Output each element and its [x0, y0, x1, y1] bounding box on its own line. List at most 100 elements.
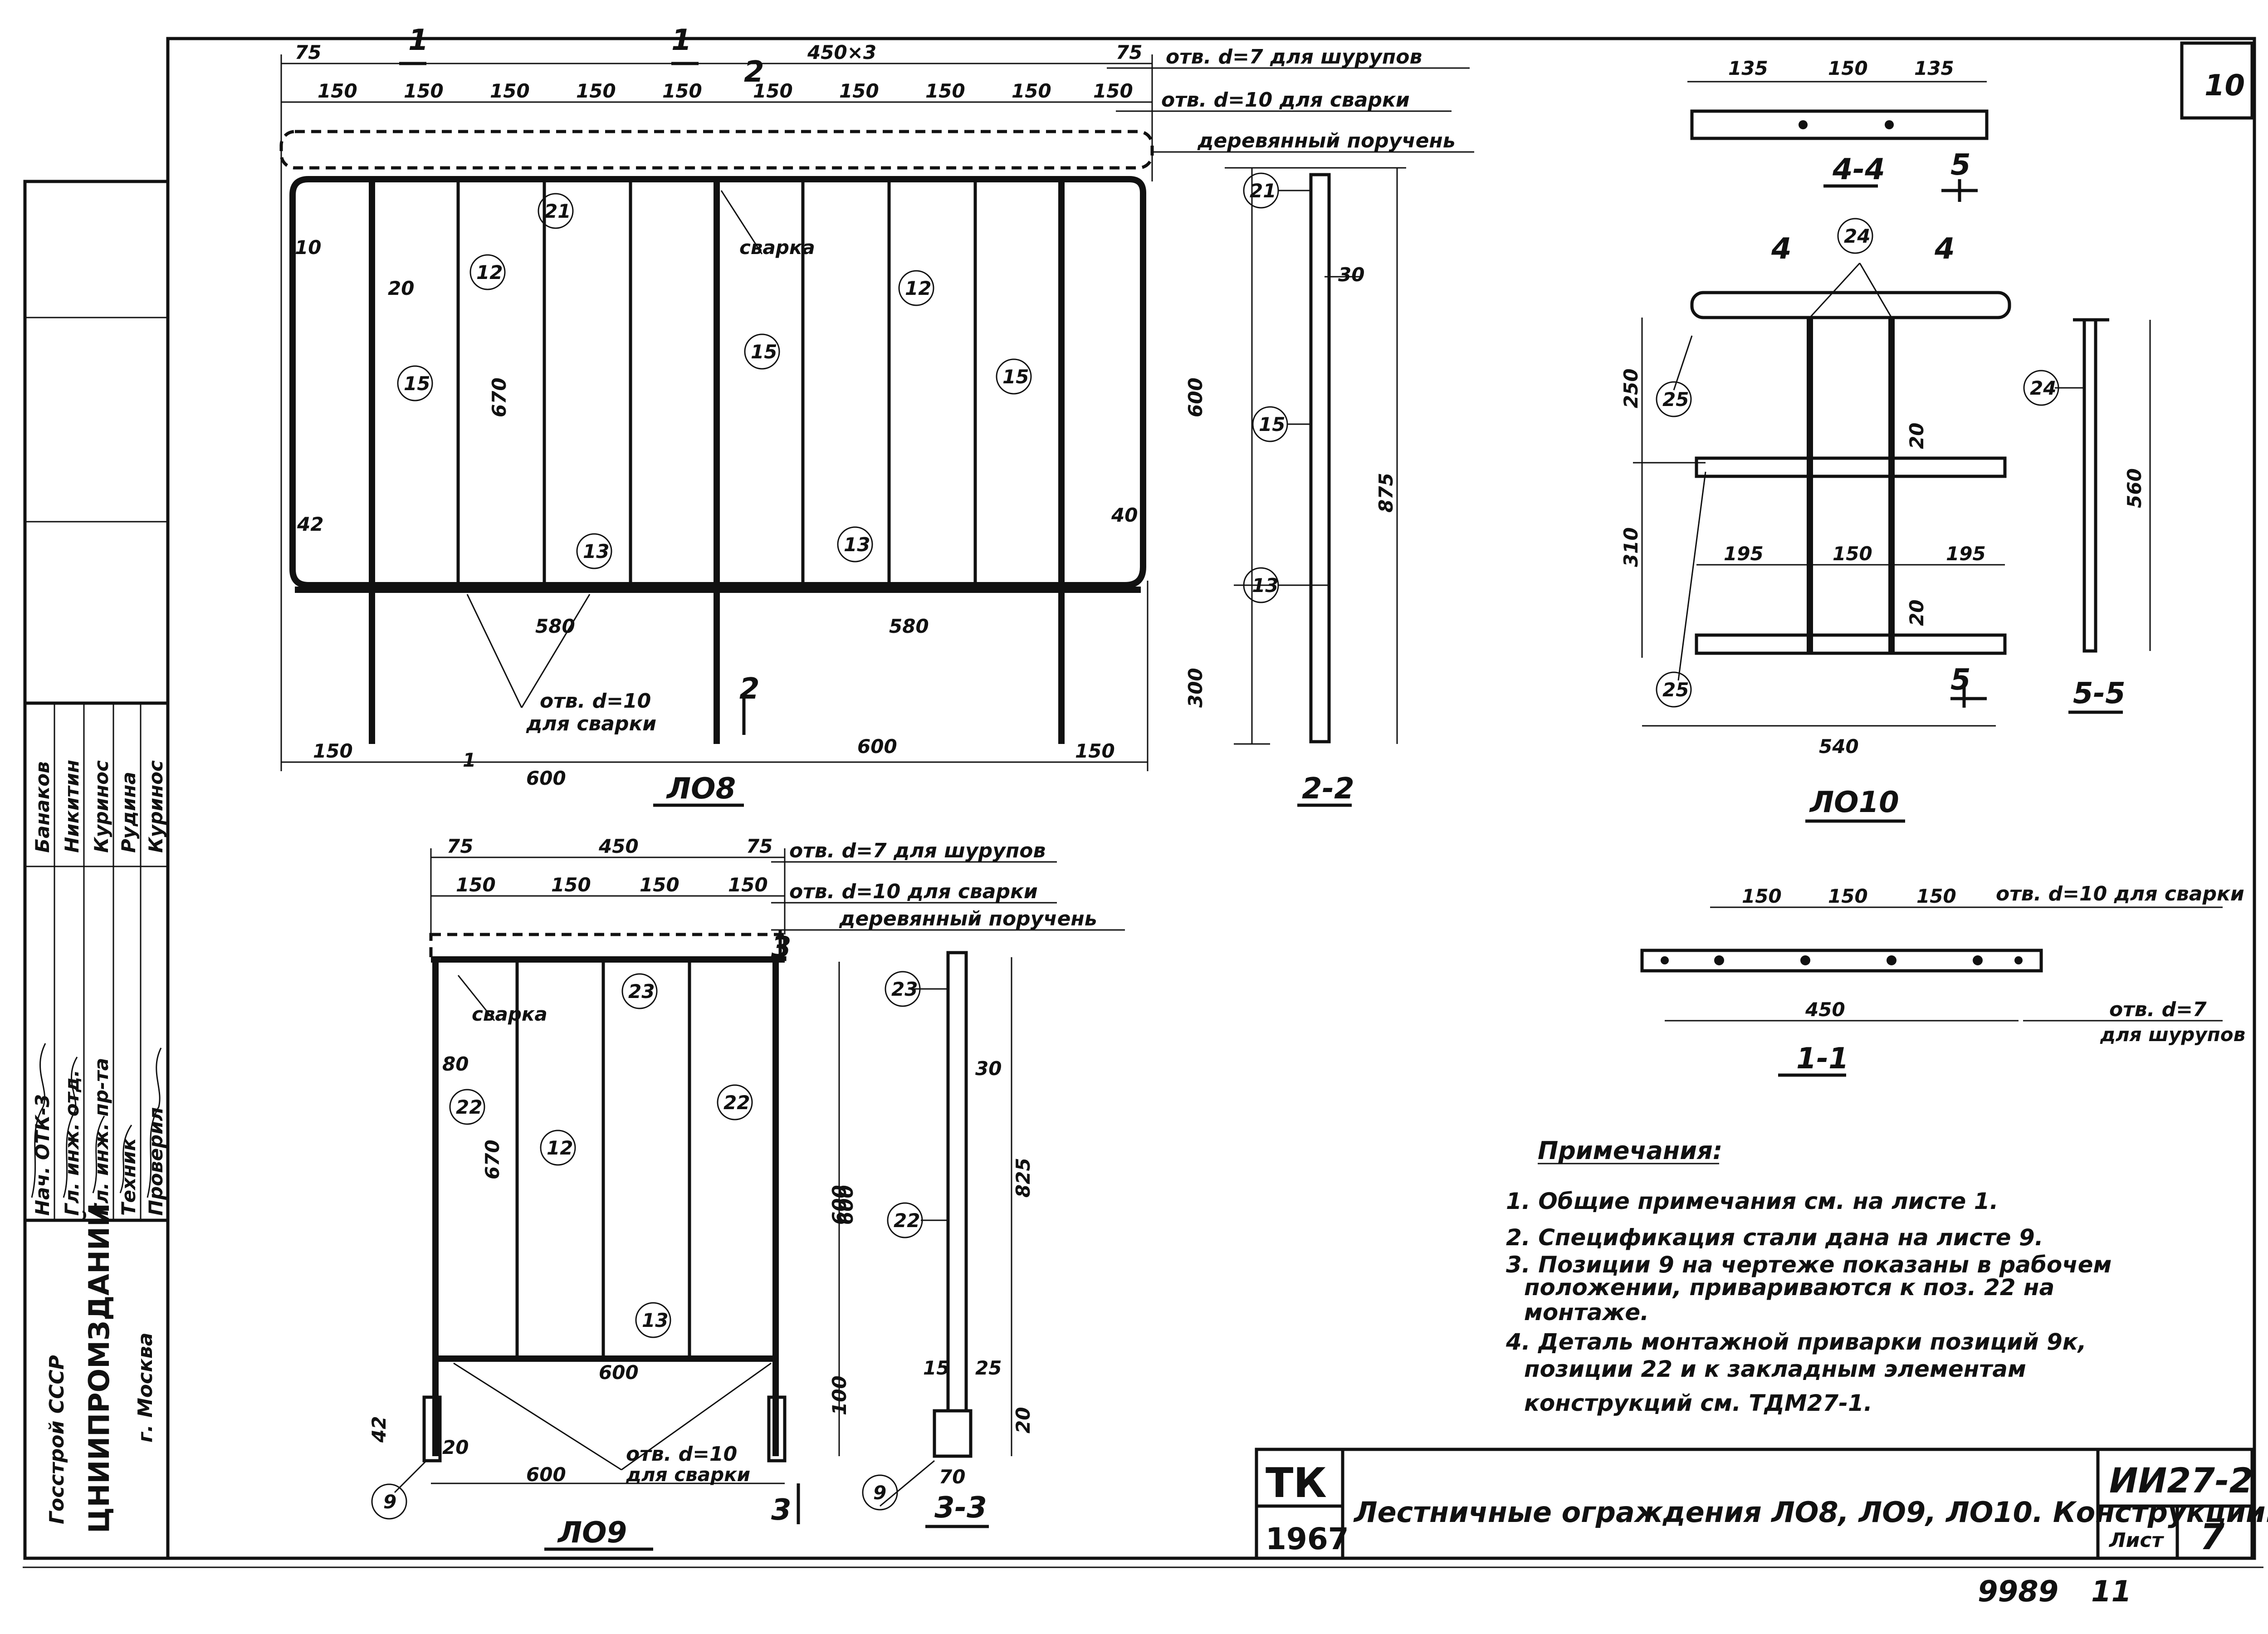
lo10-dim-20a: 20	[1906, 423, 1928, 449]
s44-dim-135-right: 135	[1914, 57, 1954, 79]
lo9-pos-13: 13	[642, 1309, 668, 1331]
s55-pos-24: 24	[2030, 377, 2056, 399]
lo9-section-mark-1: 3	[771, 931, 792, 964]
lo8-note-3: деревянный поручень	[1197, 129, 1456, 152]
lo8-pos-15c: 15	[1002, 366, 1029, 388]
s33-dim-25: 25	[975, 1357, 1002, 1379]
s11-dim-150c: 150	[1916, 885, 1956, 907]
lo8-section-mark-2: 1	[671, 24, 692, 57]
s11-caption: 1-1	[1796, 1042, 1849, 1076]
lo8-note-2: отв. d=10 для сварки	[1161, 88, 1410, 112]
stamp-org-2: ЦНИИПРОМЗДАНИЙ	[83, 1203, 116, 1533]
stamp-org-3: г. Москва	[134, 1332, 157, 1443]
lo8-dim-bottom-600-right: 600	[857, 735, 897, 758]
lo8-pos-15a: 15	[404, 372, 430, 395]
lo8-sp-3: 150	[490, 80, 530, 102]
notes-item-4: положении, привариваются к поз. 22 на	[1524, 1274, 2054, 1301]
lo9-note-1: отв. d=7 для шурупов	[789, 839, 1046, 862]
s22-dim-30: 30	[1338, 264, 1364, 286]
lo8-dim-75-right: 75	[1116, 41, 1142, 64]
lo8-sp-4: 150	[576, 80, 616, 102]
lo8-section-mark-1: 1	[408, 24, 429, 57]
lo8-drawing	[279, 54, 1474, 771]
lo9-pos-9: 9	[383, 1491, 396, 1513]
signature-2	[63, 1057, 78, 1198]
lo10-dim-195-left: 195	[1724, 543, 1764, 565]
lo8-sp-2: 150	[404, 80, 444, 102]
lo9-dim-450: 450	[598, 835, 639, 857]
lo8-weld-holes-1: отв. d=10	[540, 690, 651, 713]
lo9-note-3: деревянный поручень	[839, 907, 1097, 930]
lo9-dim-100: 100	[828, 1375, 850, 1415]
section-1-1	[1640, 906, 2223, 1077]
footer-sheet: 11	[2091, 1575, 2131, 1609]
lo8-callout-13b	[837, 526, 873, 563]
lo10-mark: 5	[1950, 663, 1971, 697]
lo9-drawing	[371, 848, 1125, 1524]
s44-dim-135-left: 135	[1728, 57, 1768, 79]
lo9-dim-670: 670	[481, 1140, 503, 1179]
lo8-callout-21	[538, 193, 574, 229]
lo8-section-mark-5: 1	[463, 749, 476, 771]
lo10-pos-24: 24	[1844, 225, 1870, 247]
lo9-dim-75-left: 75	[447, 835, 473, 857]
s22-pos-15: 15	[1259, 413, 1285, 435]
s33-dim-600: 600	[835, 1185, 857, 1225]
lo9-pos-22a: 22	[456, 1096, 482, 1118]
section-2-2	[1225, 167, 1406, 807]
lo10-pos-25a: 25	[1662, 388, 1689, 411]
lo8-dim-40: 40	[1111, 504, 1138, 526]
s22-caption: 2-2	[1302, 772, 1354, 806]
title-sheet-label: Лист	[2108, 1529, 2164, 1552]
lo8-sp-8: 150	[925, 80, 965, 102]
s33-dim-30: 30	[975, 1057, 1002, 1080]
lo8-dim-580-left: 580	[535, 615, 575, 637]
lo10-dim-310: 310	[1620, 527, 1642, 567]
lo9-dim-600: 600	[828, 1185, 850, 1225]
lo9-dim-42: 42	[368, 1416, 390, 1443]
lo8-callout-12b	[898, 270, 934, 306]
lo10-drawing	[1633, 218, 2011, 823]
title-year: 1967	[1266, 1521, 1349, 1556]
lo8-pos-12a: 12	[476, 261, 503, 284]
stamp-name-2: Никитин	[61, 760, 83, 853]
s22-dim-875: 875	[1375, 473, 1397, 513]
lo8-weld-label: сварка	[739, 236, 815, 259]
sheet-frame	[23, 37, 2263, 1568]
lo8-pos-15b: 15	[751, 341, 777, 363]
s33-dim-15: 15	[923, 1357, 949, 1379]
lo9-section-mark-2: 3	[771, 1493, 792, 1527]
signature-1	[31, 1043, 46, 1198]
signature-5	[147, 1047, 162, 1198]
lo10-caption: ЛО10	[1809, 786, 1899, 819]
s55-caption: 5-5	[2073, 677, 2126, 710]
lo9-weld-holes-1: отв. d=10	[626, 1443, 737, 1466]
lo10-dim-150: 150	[1833, 543, 1872, 565]
lo10-dim-540: 540	[1819, 735, 1859, 758]
stamp-name-3: Куринос	[90, 760, 112, 853]
lo8-sp-9: 150	[1012, 80, 1051, 102]
footer-number: 9989	[1978, 1575, 2058, 1609]
lo8-sp-10: 150	[1093, 80, 1133, 102]
lo8-caption: ЛО8	[666, 772, 736, 806]
s11-note-bottom-1: отв. d=7	[2109, 998, 2207, 1021]
lo8-sp-5: 150	[662, 80, 702, 102]
stamp-name-5: Куринос	[145, 760, 167, 853]
s44-mark: 5	[1950, 148, 1971, 182]
s33-pos-22: 22	[894, 1209, 920, 1232]
sheet-corner-number: 10	[2204, 69, 2245, 103]
notes-item-2: 2. Спецификация стали дана на листе 9.	[1506, 1224, 2043, 1251]
lo10-dim-195-right: 195	[1946, 543, 1986, 565]
lo9-pos-22b: 22	[723, 1091, 750, 1114]
notes-item-5: монтаже.	[1524, 1299, 1649, 1326]
lo9-pos-12: 12	[547, 1137, 573, 1159]
lo8-section-mark-3: 2	[739, 672, 760, 706]
lo8-sp-7: 150	[839, 80, 879, 102]
lo8-dim-42: 42	[297, 513, 323, 535]
s11-dim-150a: 150	[1742, 885, 1782, 907]
title-code: ИИ27-2	[2109, 1460, 2253, 1501]
s44-dim-150: 150	[1828, 57, 1868, 79]
lo9-note-2: отв. d=10 для сварки	[789, 880, 1038, 903]
lo8-dim-bottom-600-left: 600	[526, 767, 566, 789]
lo9-dim-bottom: 600	[526, 1463, 566, 1486]
